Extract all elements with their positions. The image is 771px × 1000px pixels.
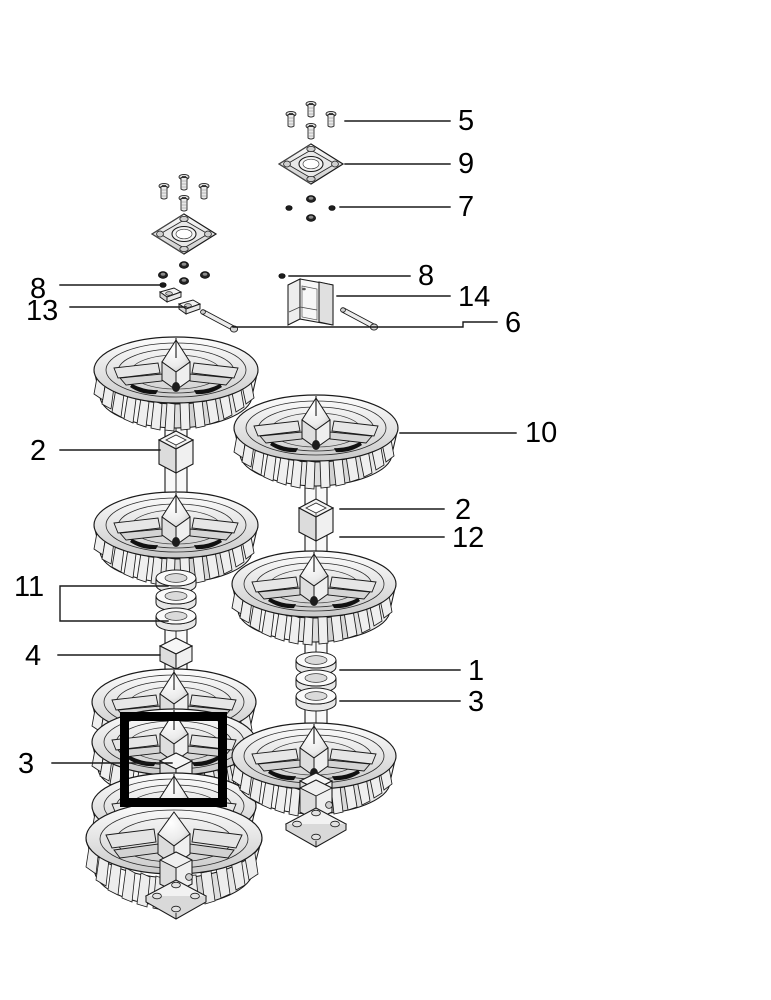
callout-number-9-c9: 9 xyxy=(458,148,475,180)
square-spacer-sleeve-right xyxy=(298,498,334,542)
callout-number-5-c5: 5 xyxy=(458,105,475,137)
callout-number-4-c4: 4 xyxy=(25,640,42,672)
callout-number-3-c3l: 3 xyxy=(18,748,35,780)
callout-number-6-c6: 6 xyxy=(505,307,522,339)
leader-line-6 xyxy=(232,321,498,328)
callout-number-8-c8l: 8 xyxy=(30,273,47,305)
u-channel-bracket xyxy=(287,278,334,326)
callout-number-11-c11: 11 xyxy=(14,571,45,603)
callout-number-2-c2l: 2 xyxy=(30,435,47,467)
callout-number-2-c2r: 2 xyxy=(455,494,472,526)
leader-line-11 xyxy=(59,585,169,622)
callout-number-14-c14: 14 xyxy=(458,281,491,313)
callout-number-13-c13: 13 xyxy=(26,295,59,327)
callout-number-7-c7: 7 xyxy=(458,191,475,223)
bearing-rings-left xyxy=(155,569,197,632)
leader-lines xyxy=(51,120,517,764)
callout-number-3-c3r: 3 xyxy=(468,686,485,718)
region-of-interest-highlight[interactable] xyxy=(120,712,227,807)
nut-single-right xyxy=(278,273,286,279)
square-spacer-sleeve-left xyxy=(158,430,194,474)
callout-number-1-c1: 1 xyxy=(468,655,485,687)
callout-number-12-c12: 12 xyxy=(452,522,485,554)
callout-number-8-c8r: 8 xyxy=(418,260,435,292)
bearing-rings-right xyxy=(295,651,337,712)
callout-number-10-c10: 10 xyxy=(525,417,558,449)
